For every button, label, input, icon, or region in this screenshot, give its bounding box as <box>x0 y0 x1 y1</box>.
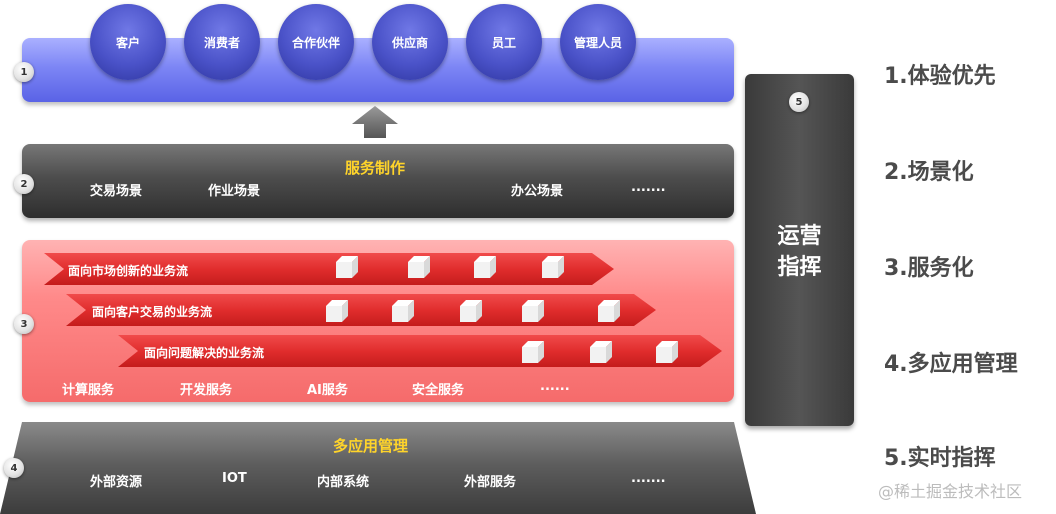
up-arrow-icon <box>352 106 398 138</box>
panel-title-line1: 运营 <box>777 224 822 249</box>
circle-supplier: 供应商 <box>372 4 448 80</box>
layer-4-number-badge: 4 <box>4 458 24 478</box>
layer-4-multi-app-management <box>0 422 756 514</box>
layer-4-title: 多应用管理 <box>333 437 409 455</box>
principle-experience-first: 1.体验优先 <box>884 64 996 89</box>
cube-icon <box>460 300 482 322</box>
flow-label-problem-solving: 面向问题解决的业务流 <box>144 346 265 360</box>
cube-icon <box>392 300 414 322</box>
panel-title-line2: 指挥 <box>777 255 822 280</box>
cube-icon <box>522 341 544 363</box>
service-ai: AI服务 <box>307 383 348 398</box>
layer-2-service-production <box>22 144 734 218</box>
cube-icon <box>326 300 348 322</box>
principle-service: 3.服务化 <box>884 256 974 281</box>
principle-multi-app: 4.多应用管理 <box>884 352 1018 377</box>
cube-icon <box>522 300 544 322</box>
resource-internal-system: 内部系统 <box>317 475 370 490</box>
operations-command-panel <box>745 74 854 426</box>
circle-manager: 管理人员 <box>560 4 636 80</box>
layer-2-title: 服务制作 <box>345 159 406 177</box>
resource-external-service: 外部服务 <box>464 475 517 490</box>
scene-operation: 作业场景 <box>208 184 261 199</box>
flow-label-customer-transaction: 面向客户交易的业务流 <box>92 305 213 319</box>
cube-icon <box>598 300 620 322</box>
service-development: 开发服务 <box>180 383 233 398</box>
layer-2-number-badge: 2 <box>14 174 34 194</box>
panel-number-badge: 5 <box>789 92 809 112</box>
resource-more: ....... <box>631 471 666 486</box>
cube-icon <box>656 341 678 363</box>
layer-3-number-badge: 3 <box>14 314 34 334</box>
scene-transaction: 交易场景 <box>90 184 143 199</box>
cube-icon <box>408 256 430 278</box>
resource-iot: IOT <box>222 471 247 486</box>
service-security: 安全服务 <box>412 383 465 398</box>
principle-realtime-command: 5.实时指挥 <box>884 446 996 471</box>
service-compute: 计算服务 <box>62 383 115 398</box>
scene-office: 办公场景 <box>511 184 564 199</box>
flow-label-market-innovation: 面向市场创新的业务流 <box>68 264 189 278</box>
resource-external: 外部资源 <box>90 475 143 490</box>
circle-employee: 员工 <box>466 4 542 80</box>
flow-arrow-customer-transaction <box>66 294 656 326</box>
circle-consumer: 消费者 <box>184 4 260 80</box>
flow-arrow-problem-solving <box>118 335 722 367</box>
cube-icon <box>474 256 496 278</box>
principle-scenario: 2.场景化 <box>884 160 974 185</box>
cube-icon <box>542 256 564 278</box>
cube-icon <box>590 341 612 363</box>
cube-icon <box>336 256 358 278</box>
watermark: @稀土掘金技术社区 <box>878 482 1023 501</box>
service-more: ...... <box>540 379 570 394</box>
circle-customer: 客户 <box>90 4 166 80</box>
circle-partner: 合作伙伴 <box>278 4 354 80</box>
scene-more: ....... <box>631 180 666 195</box>
layer-1-number-badge: 1 <box>14 62 34 82</box>
flow-arrow-market-innovation <box>44 253 614 285</box>
